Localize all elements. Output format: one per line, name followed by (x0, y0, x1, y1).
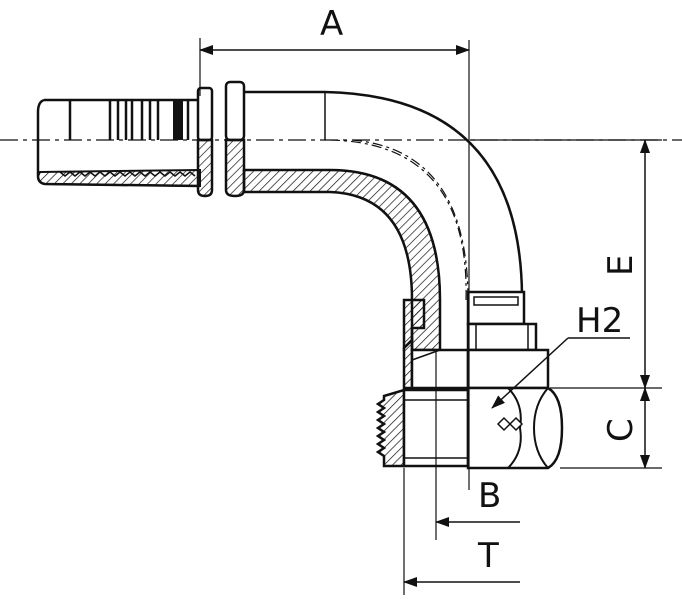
nut-body (466, 348, 550, 390)
collar (196, 80, 246, 142)
dimension-h2-leader (491, 337, 569, 409)
dimension-a-label: A (320, 4, 343, 44)
dimension-c-label: C (601, 418, 641, 442)
seat (410, 348, 470, 390)
o-ring (173, 100, 183, 140)
dimension-h2-label: H2 (576, 301, 623, 341)
dimension-b-label: B (478, 476, 501, 516)
dimension-e-label: E (601, 255, 641, 276)
tube-outer-bend (244, 90, 524, 296)
nut-thread-section (375, 388, 406, 468)
dimension-t-label: T (477, 536, 499, 576)
